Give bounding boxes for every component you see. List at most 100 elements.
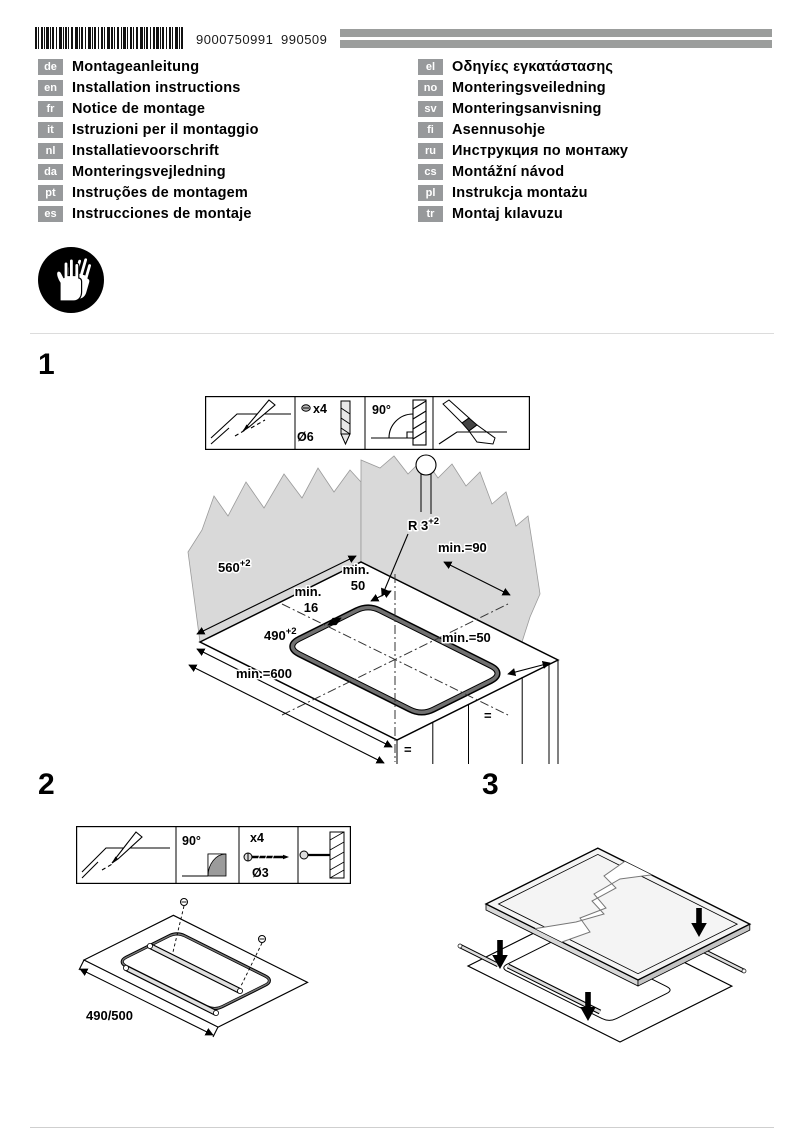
dim-min-600: min.=600	[236, 666, 292, 681]
depth-tolerance: +2	[286, 626, 297, 637]
dim-rail-spacing: 490/500	[86, 1008, 133, 1023]
language-title: Instrucciones de montaje	[72, 205, 252, 222]
language-code-badge: cs	[418, 163, 443, 180]
torn-break	[535, 861, 652, 943]
pencil-icon	[111, 831, 143, 864]
barcode	[35, 27, 183, 49]
language-title: Instrukcja montażu	[452, 184, 588, 201]
screw-count-label: x4	[250, 831, 264, 845]
hob-panel	[484, 847, 752, 981]
language-title: Οδηγίες εγκατάστασης	[452, 58, 614, 75]
language-title: Notice de montage	[72, 100, 206, 117]
language-title: Monteringsanvisning	[452, 100, 602, 117]
language-title: Monteringsvejledning	[72, 163, 226, 180]
angle-label: 90°	[182, 834, 201, 848]
language-row: sv Monteringsanvisning	[418, 98, 628, 119]
dim-corner-radius: R 3+2	[408, 516, 439, 533]
wall-right	[360, 455, 541, 643]
language-code-badge: it	[38, 121, 63, 138]
equal-spacing-2: =	[484, 708, 492, 723]
language-code-badge: sv	[418, 100, 443, 117]
language-row: de Montageanleitung	[38, 56, 259, 77]
dim-min-50-word: min.	[343, 562, 370, 577]
language-code-badge: pt	[38, 184, 63, 201]
screw-icon	[301, 404, 311, 412]
language-row: cs Montážní návod	[418, 161, 628, 182]
language-title: Instruções de montagem	[72, 184, 249, 201]
step2-diagram: 490/500	[78, 898, 309, 1038]
language-title: Montážní návod	[452, 163, 565, 180]
page-bottom-rule	[30, 1127, 774, 1128]
step3-diagram	[457, 847, 752, 1043]
language-code-badge: da	[38, 163, 63, 180]
language-title: Monteringsveiledning	[452, 79, 606, 96]
language-title: Installatievoorschrift	[72, 142, 220, 159]
step2-tools-strip: 90° x4 Ø3	[76, 826, 351, 884]
protective-gloves-icon	[38, 247, 104, 313]
down-arrow	[691, 908, 707, 937]
dim-cutout-width: 560+2	[218, 558, 251, 575]
dim-min-50-side: min.=50	[442, 630, 491, 645]
equal-spacing-1: =	[404, 742, 412, 757]
rail-screws	[172, 898, 266, 987]
mounting-rails	[457, 941, 747, 1015]
language-code-badge: ru	[418, 142, 443, 159]
brush-icon	[438, 399, 507, 445]
dim-min-16-word: min.	[295, 584, 322, 599]
radius-value: R 3	[408, 518, 428, 533]
language-row: it Istruzioni per il montaggio	[38, 119, 259, 140]
screw-into-wall-icon	[299, 831, 345, 879]
wall-corner-check	[415, 454, 437, 514]
step1-diagram: min. 50 min. 16 R 3+2 min.=90 560+2 min.…	[187, 454, 560, 764]
right-angle-icon	[182, 853, 227, 877]
width-value: 560	[218, 560, 240, 575]
language-code-badge: no	[418, 79, 443, 96]
screw-icon	[243, 852, 289, 862]
language-title: Montageanleitung	[72, 58, 200, 75]
language-code-badge: fr	[38, 100, 63, 117]
language-title: Istruzioni per il montaggio	[72, 121, 259, 138]
language-row: no Monteringsveiledning	[418, 77, 628, 98]
dim-min-16-value: 16	[304, 600, 318, 615]
drill-bit-icon	[340, 400, 351, 446]
drill-diameter-label: Ø3	[252, 866, 269, 880]
dim-cutout-depth: 490+2	[264, 626, 297, 643]
down-arrow	[580, 992, 596, 1021]
step-1-number: 1	[38, 348, 55, 381]
language-title: Installation instructions	[72, 79, 241, 96]
document-number: 9000750991	[196, 32, 274, 47]
cabinet-panels	[396, 660, 559, 764]
language-title: Asennusohje	[452, 121, 546, 138]
language-title: Montaj kılavuzu	[452, 205, 563, 222]
dimension-lines	[188, 533, 551, 764]
angle-label: 90°	[372, 403, 391, 417]
drill-diameter-label: Ø6	[297, 430, 314, 444]
language-code-badge: de	[38, 58, 63, 75]
width-tolerance: +2	[240, 558, 251, 569]
header-rule-bottom	[340, 40, 772, 48]
dimension-lines	[78, 959, 219, 1038]
language-row: fi Asennusohje	[418, 119, 628, 140]
screw-count-label: x4	[313, 402, 327, 416]
language-code-badge: en	[38, 79, 63, 96]
document-code: 990509	[281, 32, 328, 47]
down-arrow	[492, 940, 508, 969]
header-rule-top	[340, 29, 772, 37]
step-3-number: 3	[482, 768, 499, 801]
language-row: pt Instruções de montagem	[38, 182, 259, 203]
dim-min-90: min.=90	[438, 540, 487, 555]
language-code-badge: fi	[418, 121, 443, 138]
pencil-marking-icon	[81, 847, 170, 879]
language-row: es Instrucciones de montaje	[38, 203, 259, 224]
language-row: da Monteringsvejledning	[38, 161, 259, 182]
pencil-marking-icon	[210, 413, 291, 445]
step1-tools-strip: x4 Ø6 90°	[205, 396, 530, 450]
language-row: fr Notice de montage	[38, 98, 259, 119]
language-code-badge: es	[38, 205, 63, 222]
section-divider	[30, 333, 774, 334]
